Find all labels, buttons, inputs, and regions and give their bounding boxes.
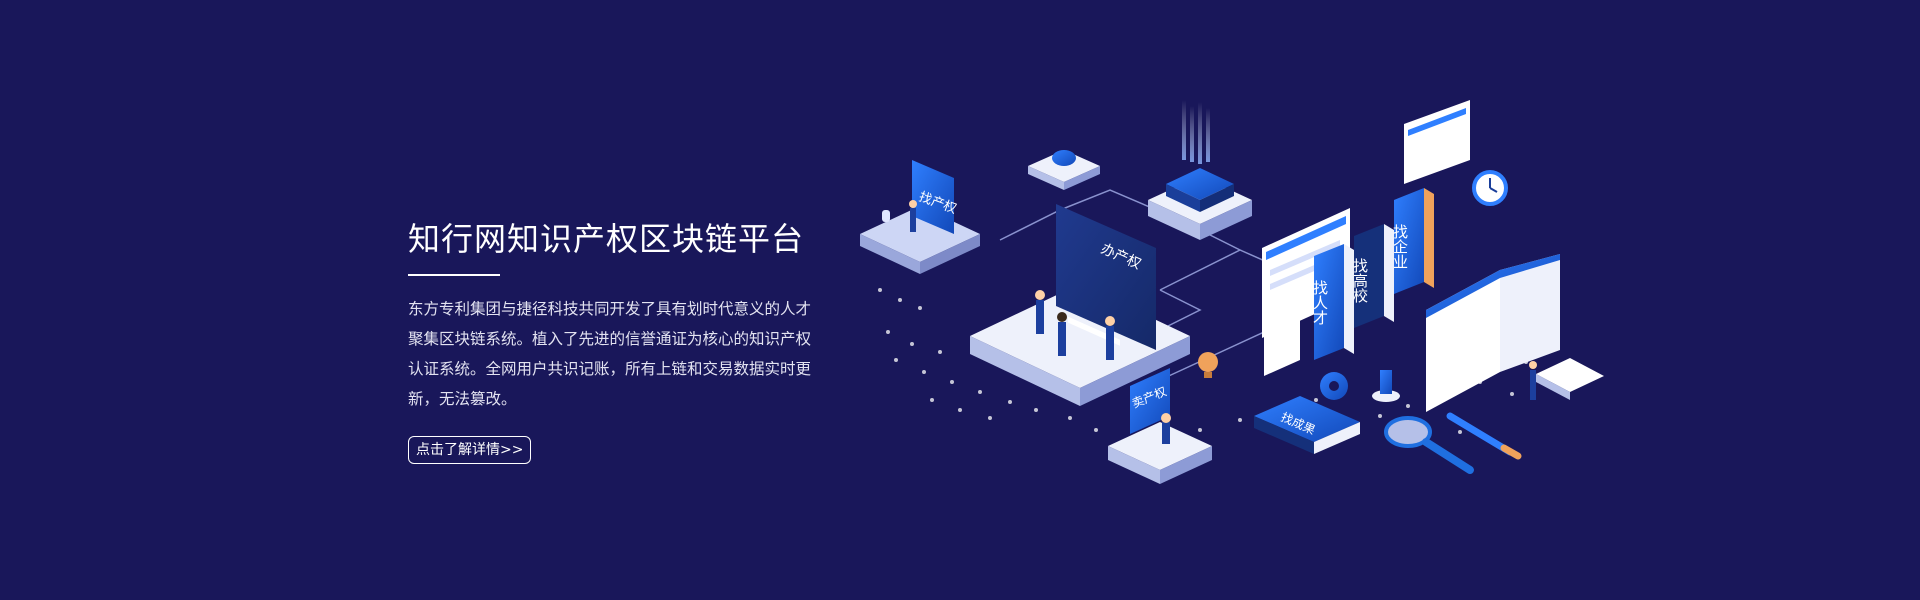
svg-text:找人才: 找人才 bbox=[1311, 280, 1329, 326]
blockchain-illustration: 找产权 办产权 bbox=[860, 100, 1640, 520]
hero-description: 东方专利集团与捷径科技共同开发了具有划时代意义的人才聚集区块链系统。植入了先进的… bbox=[408, 300, 812, 408]
top-disc-platform bbox=[1028, 150, 1100, 190]
sell-ip-platform: 卖产权 bbox=[1108, 368, 1212, 484]
sign-find-ip: 找产权 bbox=[912, 160, 959, 234]
hero-text-block: 知行网知识产权区块链平台 东方专利集团与捷径科技共同开发了具有划时代意义的人才聚… bbox=[408, 218, 828, 464]
blockchain-server-platform bbox=[1148, 100, 1252, 240]
trophy-icon bbox=[1372, 370, 1400, 402]
sign-sell-ip: 卖产权 bbox=[1130, 368, 1170, 434]
find-results-book: 找成果 bbox=[1254, 396, 1360, 454]
sign-handle-ip: 办产权 bbox=[1056, 204, 1156, 350]
pencil-icon bbox=[1446, 412, 1522, 460]
books-stack: 找人才 找高校 找企业 bbox=[1311, 188, 1434, 360]
find-ip-platform: 找产权 bbox=[860, 160, 980, 274]
title-divider bbox=[408, 274, 500, 276]
learn-more-button[interactable]: 点击了解详情>> bbox=[408, 436, 532, 464]
svg-text:找高校: 找高校 bbox=[1351, 258, 1369, 303]
gear-icon bbox=[1320, 372, 1348, 400]
open-book bbox=[1426, 254, 1560, 412]
svg-text:找企业: 找企业 bbox=[1391, 224, 1409, 269]
lightbulb-icon bbox=[1198, 352, 1218, 378]
notebook-icon bbox=[1536, 358, 1604, 400]
handle-ip-platform: 办产权 bbox=[970, 204, 1190, 406]
hero-title: 知行网知识产权区块链平台 bbox=[408, 220, 805, 258]
people-figures bbox=[1035, 290, 1115, 360]
magnifier-icon bbox=[1384, 416, 1474, 474]
